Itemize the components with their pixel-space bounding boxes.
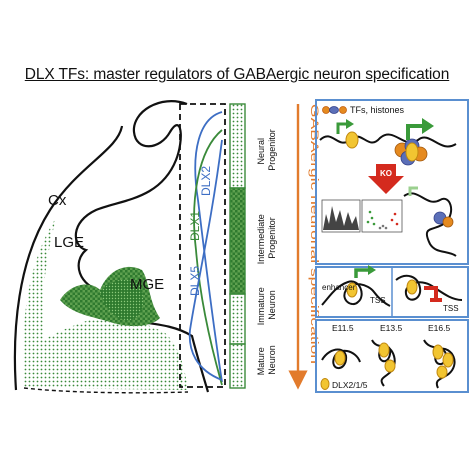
specification-arrow-label: GABAergic neuronal specification xyxy=(308,104,320,364)
stage-np-line2: Progenitor xyxy=(267,129,277,171)
stage-in-line1: Immature xyxy=(256,287,266,325)
stage-mn-line2: Neuron xyxy=(267,345,277,375)
dlx-e16-a xyxy=(432,344,444,360)
dlx1-curve xyxy=(193,129,223,386)
tss-arrow-top-head xyxy=(422,118,434,134)
label-dlx-legend: DLX2/1/5 xyxy=(332,380,368,390)
tss-arrow-small-head xyxy=(346,119,354,129)
label-enhancer: enhancer xyxy=(322,283,356,292)
ko-faded-arrow xyxy=(408,186,418,196)
label-dlx2: DLX2 xyxy=(199,166,213,196)
tss-arrow-top xyxy=(406,124,424,140)
figure-title: DLX TFs: master regulators of GABAergic … xyxy=(24,66,450,83)
dashed-edge xyxy=(23,387,189,394)
legend-tf-icon-2 xyxy=(339,106,347,114)
tss-arrow-middle-head xyxy=(368,265,376,275)
stage-np-line1: Neural xyxy=(256,138,266,165)
dlx-e11 xyxy=(334,350,346,366)
volcano-plot-points xyxy=(366,210,399,230)
dna-strand-middle-left xyxy=(321,280,391,307)
panel-middle: enhancer TSS TSS xyxy=(315,265,469,318)
label-e13: E13.5 xyxy=(380,323,402,333)
chromatin-cluster xyxy=(394,138,428,166)
expression-profile: DLX2 DLX1 DLX5 xyxy=(179,103,246,389)
dlx-e16-c xyxy=(436,365,448,379)
volcano-plot-box xyxy=(361,199,403,233)
panel-bottom: E11.5 E13.5 E16.5 DLX2/1/5 xyxy=(315,319,469,393)
expression-dashed-box xyxy=(179,103,226,388)
brain-section: Cx LGE MGE xyxy=(13,100,210,394)
dlx-e16-b xyxy=(442,352,454,368)
label-e16: E16.5 xyxy=(428,323,450,333)
label-dlx1: DLX1 xyxy=(188,211,202,241)
stage-labels: Neural Progenitor Intermediate Progenito… xyxy=(256,129,277,375)
dlx-e13-b xyxy=(384,359,396,373)
dlx5-curve xyxy=(188,139,223,381)
dlx-e13-a xyxy=(378,342,390,358)
stage-mn-line1: Mature xyxy=(256,347,266,375)
stage-intermediate-progenitor: Intermediate Progenitor xyxy=(256,212,277,265)
panel-bottom-border xyxy=(315,319,469,393)
stage-bar-ip xyxy=(229,187,246,295)
loop-e11 xyxy=(321,348,361,369)
legend-histone-icon xyxy=(329,106,339,114)
dna-strand-middle-right xyxy=(395,274,463,301)
label-tfs-histones: TFs, histones xyxy=(350,105,405,115)
ventricle-outline xyxy=(13,125,124,391)
panel-top: TFs, histones KO xyxy=(315,99,469,265)
chip-track-signal xyxy=(323,206,359,230)
stage-mature-neuron: Mature Neuron xyxy=(256,345,277,376)
stage-ip-line1: Intermediate xyxy=(256,214,266,264)
label-cx: Cx xyxy=(48,192,67,209)
panel-top-border xyxy=(315,99,469,265)
dlx2-curve xyxy=(194,111,223,383)
tss-arrow-small xyxy=(336,122,348,134)
stage-neural-progenitor: Neural Progenitor xyxy=(256,129,277,171)
stage-bar-mn xyxy=(229,343,246,389)
dna-strand-top xyxy=(319,133,457,148)
stage-bar-in xyxy=(229,293,246,345)
dlx-enhancer-left xyxy=(346,282,358,298)
tss-arrow-middle xyxy=(354,268,370,278)
label-dlx5: DLX5 xyxy=(188,266,202,296)
label-tss-right: TSS xyxy=(443,304,459,313)
stage-in-line2: Neuron xyxy=(267,290,277,320)
label-mge: MGE xyxy=(130,276,164,293)
mantle-region xyxy=(100,279,144,321)
stage-ip-line2: Progenitor xyxy=(267,217,277,259)
ko-tf-1 xyxy=(442,216,454,228)
stage-bar-np xyxy=(229,103,246,189)
label-e11: E11.5 xyxy=(332,323,354,333)
dlx-legend-icon xyxy=(320,378,330,390)
dlx-repressor-right xyxy=(406,279,418,295)
label-ko: KO xyxy=(380,169,392,178)
ko-arrow xyxy=(368,164,404,194)
label-tss-left: TSS xyxy=(370,296,386,305)
dotted-region xyxy=(22,218,188,390)
stage-immature-neuron: Immature Neuron xyxy=(256,285,277,326)
dlx-cluster-left xyxy=(345,131,359,149)
legend-tf-icon xyxy=(322,106,330,114)
repression-bar xyxy=(424,286,438,300)
label-lge: LGE xyxy=(54,234,84,251)
